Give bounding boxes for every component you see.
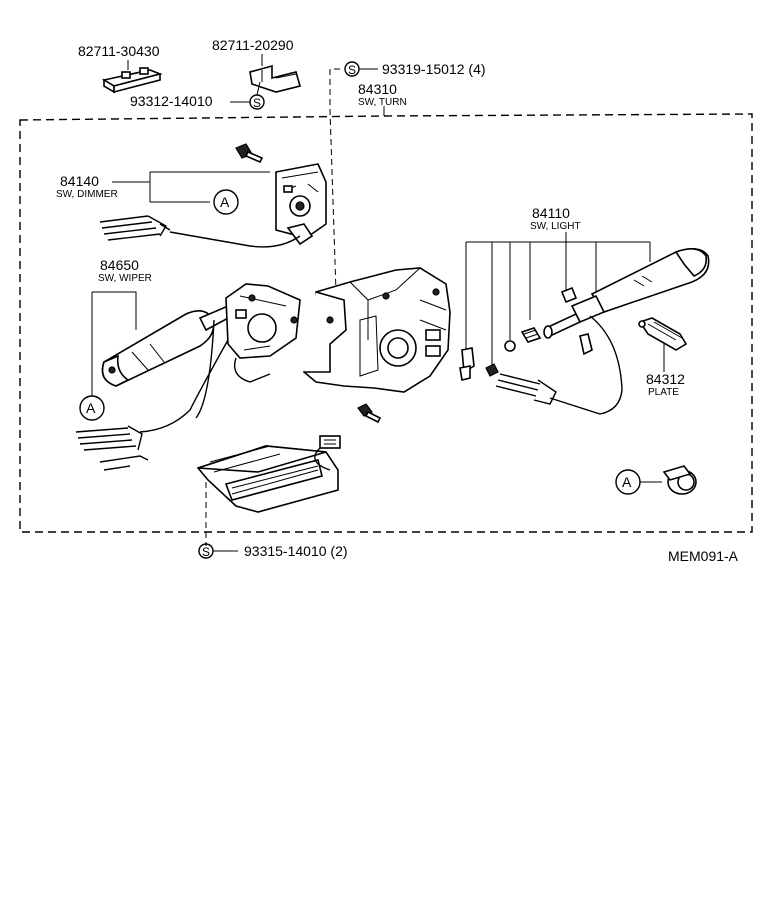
- wiper-wire-3: [195, 319, 215, 419]
- light-small-parts: [459, 286, 593, 381]
- leader-dimmer: [112, 171, 270, 203]
- svg-text:A: A: [220, 194, 230, 210]
- label-screw-bottom: 93315-14010 (2): [244, 543, 348, 559]
- svg-text:A: A: [86, 400, 96, 416]
- label-clip-2: 82711-20290: [212, 37, 294, 53]
- wiper-switch-body: [225, 283, 301, 359]
- bottom-module-part: [196, 435, 341, 513]
- light-lever-part: [543, 248, 710, 339]
- s-marker-left: S: [249, 94, 265, 110]
- label-wiper-switch-name: SW, WIPER: [98, 273, 152, 284]
- a-marker-clamp: A: [615, 469, 641, 495]
- s-marker-bottom: S: [198, 543, 214, 559]
- label-light-switch: 84110: [532, 205, 570, 221]
- label-plate-name: PLATE: [648, 387, 679, 398]
- plate-part: [638, 317, 688, 351]
- svg-text:S: S: [253, 96, 261, 110]
- screw-body-bottom: [357, 403, 382, 424]
- dimmer-connector: [99, 215, 167, 241]
- assembly-boundary: [19, 113, 753, 533]
- svg-text:S: S: [202, 545, 210, 559]
- clip-1-part: [101, 67, 163, 94]
- wiper-lever-part: [101, 304, 234, 387]
- wiper-wire-2: [233, 357, 271, 383]
- light-wire: [549, 315, 623, 415]
- dimmer-switch-part: [275, 163, 327, 246]
- leader-wiper: [91, 291, 137, 396]
- svg-text:A: A: [622, 474, 632, 490]
- diagram-code: MEM091-A: [668, 548, 739, 564]
- a-marker-dimmer: A: [213, 189, 239, 215]
- label-screw-left: 93312-14010: [130, 93, 213, 109]
- label-light-switch-name: SW, LIGHT: [530, 221, 581, 232]
- label-screw-top: 93319-15012 (4): [382, 61, 486, 77]
- wiper-wire-1: [139, 339, 229, 433]
- label-dimmer-switch-name: SW, DIMMER: [56, 189, 118, 200]
- svg-text:S: S: [348, 63, 356, 77]
- leader-screw-top-down: [329, 68, 340, 293]
- wiper-connector: [75, 425, 149, 471]
- label-clip-1: 82711-30430: [78, 43, 160, 59]
- label-turn-switch-name: SW, TURN: [358, 97, 407, 108]
- label-plate: 84312: [646, 371, 685, 387]
- dimmer-wire: [169, 231, 301, 248]
- a-marker-wiper: A: [79, 395, 105, 421]
- label-turn-switch: 84310: [358, 81, 397, 97]
- label-dimmer-switch: 84140: [60, 173, 99, 189]
- light-connector: [495, 373, 557, 405]
- clamp-part: [662, 465, 697, 495]
- label-wiper-switch: 84650: [100, 257, 139, 273]
- clip-2-part: [249, 64, 301, 93]
- turn-switch-body: [302, 267, 451, 393]
- leader-light: [465, 232, 651, 368]
- s-marker-top: S: [344, 61, 360, 77]
- leader-screw-left-up: [256, 81, 261, 96]
- bolt-top: [235, 143, 264, 164]
